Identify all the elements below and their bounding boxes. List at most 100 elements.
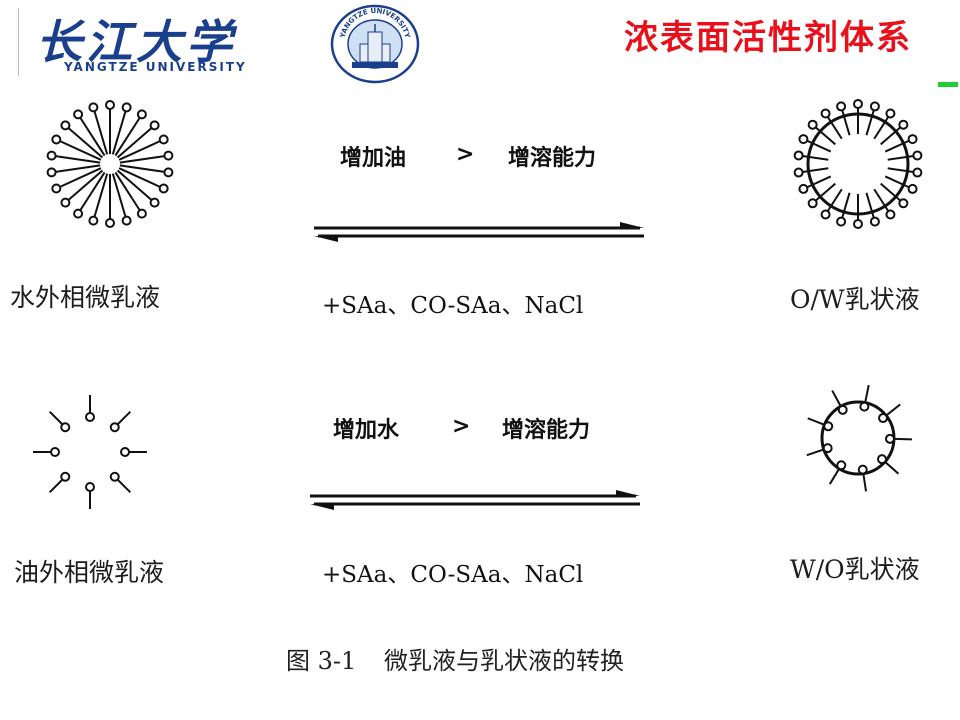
surfactant-tail	[118, 167, 161, 188]
surfactant-head	[912, 150, 923, 161]
row2-add-water-label: 增加水	[333, 418, 400, 443]
surfactant-head	[853, 99, 863, 109]
surfactant-head	[907, 134, 918, 145]
surfactant-head	[823, 421, 834, 432]
surfactant-head	[853, 219, 863, 229]
surfactant-head	[859, 401, 870, 412]
surfactant-head	[898, 198, 909, 209]
water-continuous-microemulsion-label: 水外相微乳液	[10, 283, 161, 312]
surfactant-head	[51, 134, 62, 145]
surfactant-head	[836, 460, 847, 471]
surfactant-tail	[862, 473, 868, 492]
surfactant-head	[105, 100, 115, 110]
surfactant-head	[149, 197, 160, 208]
surfactant-tail	[815, 182, 836, 202]
surfactant-head	[907, 183, 918, 194]
row1-equilibrium-arrows	[314, 222, 644, 242]
surfactant-head	[109, 471, 120, 482]
surfactant-tail	[59, 167, 102, 188]
surfactant-head	[837, 404, 848, 415]
surfactant-tail	[873, 188, 890, 212]
surfactant-tail	[802, 155, 829, 161]
row1-add-oil-label: 增加油	[340, 146, 407, 171]
surfactant-head	[876, 454, 887, 465]
surfactant-tail	[841, 192, 851, 219]
surfactant-tail	[118, 140, 161, 161]
surfactant-tail	[887, 167, 914, 173]
surfactant-head	[798, 134, 809, 145]
figure-caption-number: 图 3-1	[286, 647, 357, 675]
surfactant-head	[798, 183, 809, 194]
surfactant-tail	[111, 173, 127, 218]
figure-caption-text: 微乳液与乳状液的转换	[384, 647, 624, 675]
row1-solubilization-label: 增溶能力	[508, 146, 597, 171]
oil-continuous-microemulsion-icon	[33, 395, 147, 509]
surfactant-tail	[815, 126, 836, 146]
surfactant-head	[793, 150, 804, 161]
surfactant-tail	[806, 175, 832, 189]
wo-emulsion-icon	[806, 384, 913, 492]
page-title: 浓表面活性剂体系	[624, 18, 912, 58]
surfactant-head	[885, 209, 896, 220]
surfactant-tail	[93, 173, 109, 218]
surfactant-tail	[114, 117, 141, 157]
surfactant-head	[46, 167, 57, 178]
surfactant-tail	[802, 167, 829, 173]
surfactant-head	[73, 208, 84, 219]
row1-reagents-label: +SAa、CO-SAa、NaCl	[322, 293, 584, 319]
surfactant-head	[836, 216, 847, 227]
surfactant-tail	[826, 188, 843, 212]
surfactant-head	[105, 218, 115, 228]
row2-solubilization-label: 增溶能力	[502, 418, 591, 443]
oil-continuous-microemulsion-label: 油外相微乳液	[14, 558, 165, 587]
university-emblem-icon: YANGTZE UNIVERSITY	[330, 4, 420, 84]
ow-emulsion-icon	[793, 99, 923, 229]
surfactant-head	[121, 102, 132, 113]
surfactant-head	[136, 109, 147, 120]
surfactant-tail	[114, 171, 141, 211]
surfactant-tail	[884, 139, 910, 153]
surfactant-head	[820, 209, 831, 220]
surfactant-head	[807, 198, 818, 209]
surfactant-tail	[884, 175, 910, 189]
surfactant-tail	[880, 126, 901, 146]
surfactant-head	[46, 150, 57, 161]
wo-emulsion-label: W/O乳状液	[790, 555, 920, 584]
surfactant-head	[158, 134, 169, 145]
surfactant-head	[158, 183, 169, 194]
surfactant-tail	[865, 192, 875, 219]
surfactant-head	[149, 120, 160, 131]
surfactant-tail	[119, 164, 165, 173]
surfactant-head	[120, 447, 130, 457]
university-logo-english: YANGTZE UNIVERSITY	[64, 60, 247, 74]
surfactant-tail	[806, 139, 832, 153]
row2-equilibrium-arrows	[310, 490, 640, 510]
surfactant-head	[857, 464, 868, 475]
surfactant-head	[820, 108, 831, 119]
surfactant-tail	[55, 155, 101, 164]
surfactant-tail	[864, 384, 870, 403]
header-divider	[18, 8, 19, 76]
surfactant-tail	[116, 127, 153, 159]
surfactant-tail	[884, 461, 900, 475]
surfactant-tail	[79, 171, 106, 211]
surfactant-tail	[841, 109, 851, 136]
surfactant-tail	[885, 403, 901, 417]
surfactant-head	[163, 150, 174, 161]
surfactant-head	[121, 215, 132, 226]
surfactant-head	[50, 447, 60, 457]
surfactant-head	[822, 443, 833, 454]
surfactant-head	[60, 197, 71, 208]
surfactant-head	[869, 216, 880, 227]
surfactant-tail	[67, 169, 104, 201]
surfactant-head	[73, 109, 84, 120]
surfactant-head	[51, 183, 62, 194]
surfactant-tail	[111, 110, 127, 155]
row2-reagents-label: +SAa、CO-SAa、NaCl	[322, 562, 584, 588]
green-marker	[938, 82, 958, 87]
row2-comparator: >	[452, 414, 471, 439]
surfactant-tail	[873, 116, 890, 140]
surfactant-head	[60, 471, 71, 482]
university-logo-chinese: 长江大学	[36, 15, 236, 69]
surfactant-tail	[865, 109, 875, 136]
